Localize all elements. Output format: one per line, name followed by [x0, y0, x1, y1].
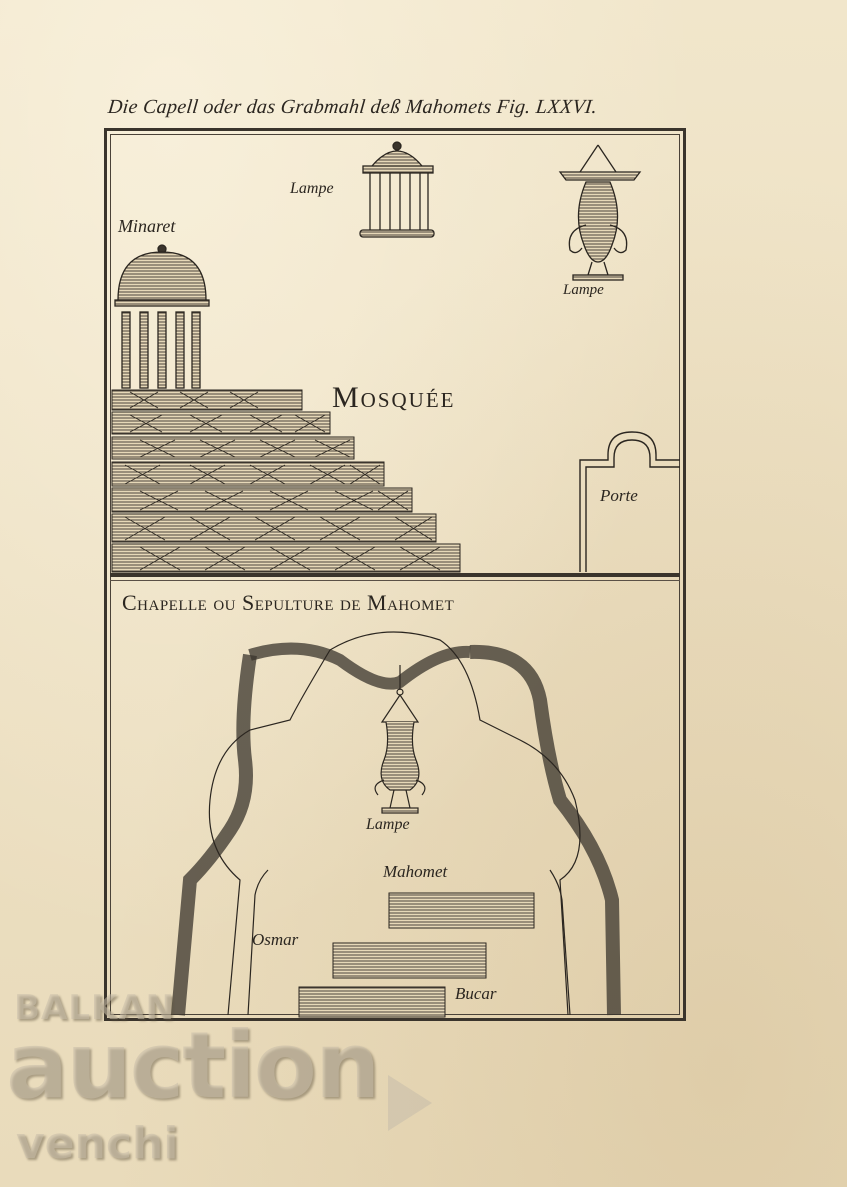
watermark-venchi: venchi	[16, 1118, 179, 1169]
watermark-auction: auction	[6, 1012, 380, 1119]
tomb-mahomet	[388, 892, 535, 929]
panel-divider-thin	[110, 580, 680, 581]
heading-mosquee: Mosquée	[332, 381, 456, 414]
outer-frame	[104, 128, 686, 1021]
label-bucar: Bucar	[455, 984, 497, 1003]
label-minaret: Minaret	[118, 216, 176, 236]
door-outline	[579, 431, 680, 572]
watermark-play-icon	[388, 1075, 432, 1131]
chapel-walls	[171, 631, 621, 1016]
mosque-stepped-wall	[111, 389, 461, 573]
label-mahomet: Mahomet	[383, 862, 448, 881]
tombs	[298, 892, 535, 1018]
label-lamp-cage: Lampe	[290, 180, 334, 197]
minaret-icon	[114, 244, 210, 389]
label-osmar: Osmar	[252, 930, 299, 949]
label-chapel-lamp: Lampe	[366, 816, 410, 833]
label-lamp-vase: Lampe	[563, 282, 604, 298]
label-door: Porte	[600, 486, 638, 505]
watermark-balkan: BALKAN	[14, 988, 176, 1028]
hanging-lamp-icon	[374, 665, 426, 814]
tomb-bucar	[298, 986, 446, 1018]
tomb-osmar	[332, 942, 487, 979]
panel-divider	[110, 573, 680, 577]
vase-lamp-icon	[558, 144, 642, 281]
lamp-cage-icon	[359, 141, 435, 238]
heading-chapelle: Chapelle ou Sepulture de Mahomet	[122, 590, 455, 615]
wall-crosses	[124, 391, 441, 571]
